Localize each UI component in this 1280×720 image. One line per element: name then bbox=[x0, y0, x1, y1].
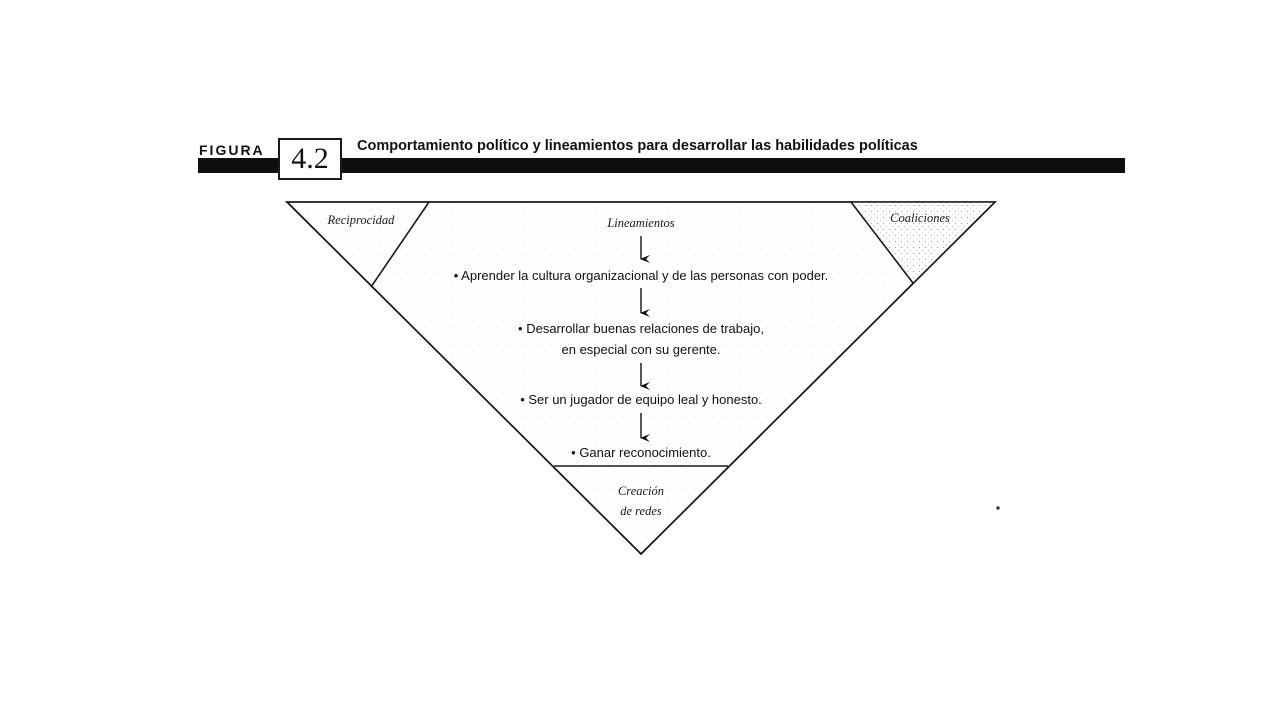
guideline-item: • Desarrollar buenas relaciones de traba… bbox=[518, 321, 764, 336]
bottom-label-line2: de redes bbox=[620, 504, 662, 518]
guideline-item-continuation: en especial con su gerente. bbox=[561, 342, 721, 357]
left-corner-divider bbox=[370, 201, 430, 288]
center-heading: Lineamientos bbox=[607, 216, 675, 230]
corner-label-left: Reciprocidad bbox=[327, 213, 395, 227]
guideline-item: • Ser un jugador de equipo leal y honest… bbox=[520, 392, 762, 407]
figure-label: FIGURA bbox=[199, 142, 265, 158]
figure-number: 4.2 bbox=[291, 142, 329, 175]
figure-header: FIGURA 4.2 Comportamiento político y lin… bbox=[0, 0, 1280, 200]
figure-title: Comportamiento político y lineamientos p… bbox=[357, 138, 918, 154]
corner-label-right: Coaliciones bbox=[890, 211, 950, 225]
figure-number-box: 4.2 bbox=[278, 138, 342, 180]
scan-speck bbox=[996, 506, 1000, 510]
guideline-item: • Ganar reconocimiento. bbox=[571, 445, 711, 460]
figure-title-bar bbox=[198, 158, 1125, 173]
guideline-item: • Aprender la cultura organizacional y d… bbox=[453, 268, 829, 283]
right-corner-divider bbox=[850, 201, 914, 284]
bottom-label-line1: Creación bbox=[617, 484, 665, 498]
coaliciones-region bbox=[851, 202, 995, 283]
